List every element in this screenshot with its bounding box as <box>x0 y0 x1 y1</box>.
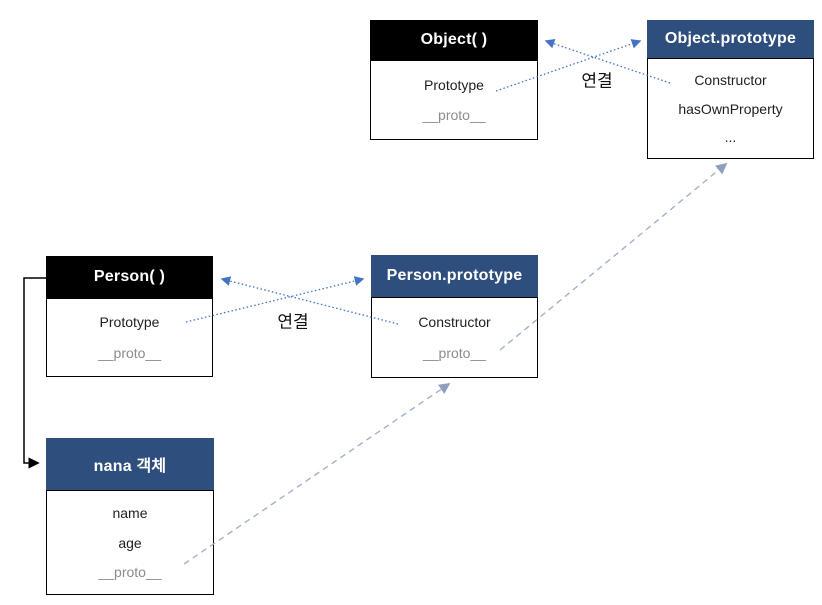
property-ellipsis: ... <box>724 128 737 145</box>
node-title-object-constructor: Object( ) <box>370 20 538 60</box>
property-proto: __proto__ <box>422 107 486 124</box>
property-age: age <box>118 534 142 551</box>
node-body-person-constructor: Prototype __proto__ <box>46 298 213 377</box>
node-title-nana-object: nana 객체 <box>46 438 214 490</box>
node-nana-object: nana 객체 name age __proto__ <box>46 438 214 595</box>
node-body-object-prototype: Constructor hasOwnProperty ... <box>647 58 814 159</box>
node-body-nana-object: name age __proto__ <box>46 490 214 595</box>
property-proto: __proto__ <box>422 345 487 361</box>
link-label-top: 연결 <box>581 71 613 91</box>
property-constructor: Constructor <box>694 72 767 89</box>
property-prototype: Prototype <box>99 314 160 331</box>
node-person-constructor: Person( ) Prototype __proto__ <box>46 256 213 377</box>
arrow-nana-proto-chain <box>183 383 451 565</box>
node-title-object-prototype: Object.prototype <box>647 20 814 58</box>
node-person-prototype: Person.prototype Constructor __proto__ <box>371 255 538 378</box>
link-label-middle: 연결 <box>277 312 309 332</box>
property-proto: __proto__ <box>97 344 162 361</box>
node-body-object-constructor: Prototype __proto__ <box>370 60 538 140</box>
property-name: name <box>112 505 148 522</box>
node-title-person-constructor: Person( ) <box>46 256 213 298</box>
property-prototype: Prototype <box>424 76 484 93</box>
node-title-person-prototype: Person.prototype <box>371 255 538 297</box>
property-constructor: Constructor <box>418 314 491 330</box>
node-object-constructor: Object( ) Prototype __proto__ <box>370 20 538 140</box>
arrow-person-to-nana <box>23 277 46 469</box>
node-body-person-prototype: Constructor __proto__ <box>371 297 538 378</box>
node-object-prototype: Object.prototype Constructor hasOwnPrope… <box>647 20 814 159</box>
property-proto: __proto__ <box>98 563 162 580</box>
property-hasownproperty: hasOwnProperty <box>678 100 783 117</box>
